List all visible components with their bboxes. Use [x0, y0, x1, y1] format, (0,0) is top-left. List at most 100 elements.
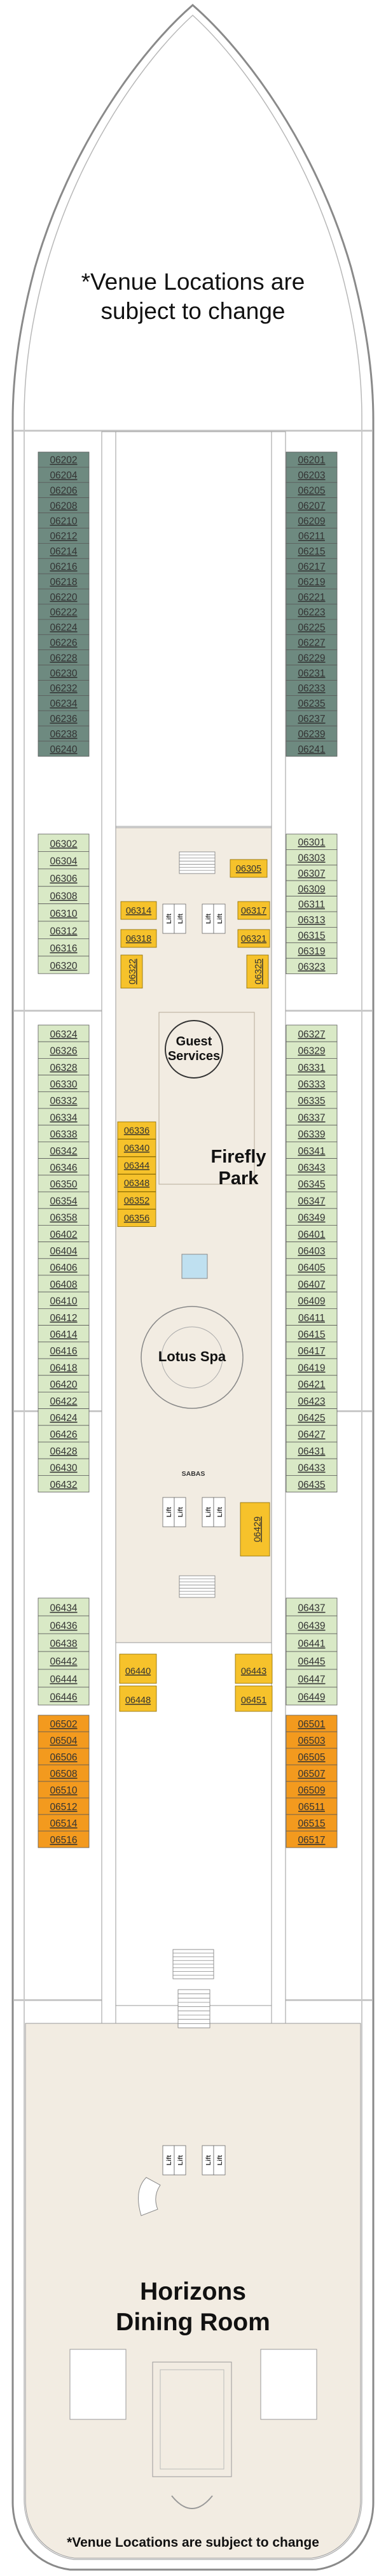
cabin-number[interactable]: 06356 [124, 1214, 149, 1224]
cabin-06215[interactable]: 06215 [286, 543, 338, 559]
cabin-06410[interactable]: 06410 [38, 1291, 90, 1309]
cabin-number[interactable]: 06412 [50, 1313, 77, 1324]
cabin-06517[interactable]: 06517 [286, 1830, 338, 1848]
cabin-06411[interactable]: 06411 [286, 1308, 338, 1326]
cabin-06314[interactable]: 06314 [120, 901, 157, 920]
cabin-06302[interactable]: 06302 [38, 833, 90, 852]
cabin-06304[interactable]: 06304 [38, 851, 90, 870]
cabin-number[interactable]: 06305 [236, 864, 261, 874]
cabin-number[interactable]: 06425 [298, 1413, 325, 1424]
cabin-number[interactable]: 06235 [298, 698, 325, 709]
cabin-number[interactable]: 06337 [298, 1112, 325, 1123]
cabin-number[interactable]: 06223 [298, 607, 325, 618]
cabin-number[interactable]: 06330 [50, 1079, 77, 1090]
cabin-06236[interactable]: 06236 [38, 710, 90, 726]
cabin-06442[interactable]: 06442 [38, 1651, 90, 1670]
cabin-number[interactable]: 06301 [298, 837, 325, 848]
cabin-number[interactable]: 06350 [50, 1179, 77, 1190]
cabin-number[interactable]: 06239 [298, 729, 325, 740]
cabin-06205[interactable]: 06205 [286, 482, 338, 499]
cabin-number[interactable]: 06308 [50, 891, 77, 902]
cabin-number[interactable]: 06217 [298, 562, 325, 572]
cabin-06234[interactable]: 06234 [38, 695, 90, 711]
cabin-number[interactable]: 06208 [50, 500, 77, 511]
cabin-06214[interactable]: 06214 [38, 543, 90, 559]
cabin-06421[interactable]: 06421 [286, 1375, 338, 1392]
cabin-number[interactable]: 06438 [50, 1639, 77, 1650]
cabin-number[interactable]: 06315 [298, 930, 325, 941]
cabin-06328[interactable]: 06328 [38, 1058, 90, 1076]
cabin-06316[interactable]: 06316 [38, 938, 90, 957]
lift[interactable]: Lift [174, 903, 186, 934]
cabin-06329[interactable]: 06329 [286, 1041, 338, 1059]
cabin-06315[interactable]: 06315 [286, 927, 338, 944]
cabin-number[interactable]: 06417 [298, 1346, 325, 1357]
cabin-06345[interactable]: 06345 [286, 1175, 338, 1192]
cabin-number[interactable]: 06506 [50, 1752, 77, 1763]
cabin-06221[interactable]: 06221 [286, 588, 338, 605]
cabin-number[interactable]: 06317 [241, 906, 266, 916]
cabin-06435[interactable]: 06435 [286, 1475, 338, 1492]
cabin-number[interactable]: 06231 [298, 668, 325, 679]
cabin-06321[interactable]: 06321 [237, 929, 270, 948]
cabin-number[interactable]: 06303 [298, 853, 325, 863]
cabin-06333[interactable]: 06333 [286, 1075, 338, 1093]
cabin-06427[interactable]: 06427 [286, 1425, 338, 1443]
cabin-number[interactable]: 06227 [298, 637, 325, 648]
cabin-06229[interactable]: 06229 [286, 649, 338, 666]
cabin-number[interactable]: 06421 [298, 1380, 325, 1391]
cabin-number[interactable]: 06326 [50, 1046, 77, 1057]
cabin-number[interactable]: 06204 [50, 471, 77, 481]
cabin-number[interactable]: 06336 [124, 1126, 149, 1136]
cabin-number[interactable]: 06517 [298, 1835, 325, 1846]
cabin-06309[interactable]: 06309 [286, 880, 338, 896]
cabin-number[interactable]: 06439 [298, 1621, 325, 1632]
cabin-number[interactable]: 06505 [298, 1752, 325, 1763]
cabin-06441[interactable]: 06441 [286, 1633, 338, 1652]
cabin-number[interactable]: 06316 [50, 944, 77, 954]
cabin-number[interactable]: 06512 [50, 1802, 77, 1813]
cabin-number[interactable]: 06319 [298, 946, 325, 957]
cabin-number[interactable]: 06441 [298, 1639, 325, 1650]
cabin-06415[interactable]: 06415 [286, 1325, 338, 1343]
cabin-number[interactable]: 06408 [50, 1279, 77, 1290]
lift[interactable]: Lift [162, 903, 175, 934]
cabin-06437[interactable]: 06437 [286, 1597, 338, 1617]
lift[interactable]: Lift [213, 2145, 226, 2176]
cabin-number[interactable]: 06404 [50, 1246, 77, 1257]
cabin-number[interactable]: 06216 [50, 562, 77, 572]
cabin-06446[interactable]: 06446 [38, 1687, 90, 1706]
cabin-06340[interactable]: 06340 [117, 1139, 156, 1157]
cabin-06206[interactable]: 06206 [38, 482, 90, 499]
cabin-number[interactable]: 06345 [298, 1179, 325, 1190]
cabin-06341[interactable]: 06341 [286, 1142, 338, 1159]
cabin-06241[interactable]: 06241 [286, 740, 338, 757]
cabin-06405[interactable]: 06405 [286, 1258, 338, 1276]
cabin-number[interactable]: 06331 [298, 1063, 325, 1073]
cabin-number[interactable]: 06226 [50, 637, 77, 648]
cabin-06308[interactable]: 06308 [38, 886, 90, 904]
cabin-06322[interactable]: 06322 [120, 954, 143, 989]
cabin-06414[interactable]: 06414 [38, 1325, 90, 1343]
cabin-06433[interactable]: 06433 [286, 1458, 338, 1476]
cabin-number[interactable]: 06332 [50, 1096, 77, 1107]
cabin-number[interactable]: 06304 [50, 856, 77, 867]
cabin-06335[interactable]: 06335 [286, 1091, 338, 1109]
cabin-number[interactable]: 06220 [50, 592, 77, 603]
cabin-06324[interactable]: 06324 [38, 1024, 90, 1042]
cabin-06510[interactable]: 06510 [38, 1781, 90, 1799]
cabin-06402[interactable]: 06402 [38, 1225, 90, 1243]
cabin-06231[interactable]: 06231 [286, 665, 338, 681]
cabin-06424[interactable]: 06424 [38, 1408, 90, 1426]
cabin-06220[interactable]: 06220 [38, 588, 90, 605]
cabin-number[interactable]: 06224 [50, 623, 77, 633]
cabin-number[interactable]: 06443 [241, 1666, 266, 1676]
cabin-06403[interactable]: 06403 [286, 1242, 338, 1259]
cabin-06514[interactable]: 06514 [38, 1814, 90, 1832]
cabin-number[interactable]: 06333 [298, 1079, 325, 1090]
cabin-number[interactable]: 06203 [298, 471, 325, 481]
cabin-06325[interactable]: 06325 [246, 954, 269, 989]
cabin-number[interactable]: 06446 [50, 1692, 77, 1703]
cabin-number[interactable]: 06405 [298, 1263, 325, 1273]
cabin-number[interactable]: 06328 [50, 1063, 77, 1073]
